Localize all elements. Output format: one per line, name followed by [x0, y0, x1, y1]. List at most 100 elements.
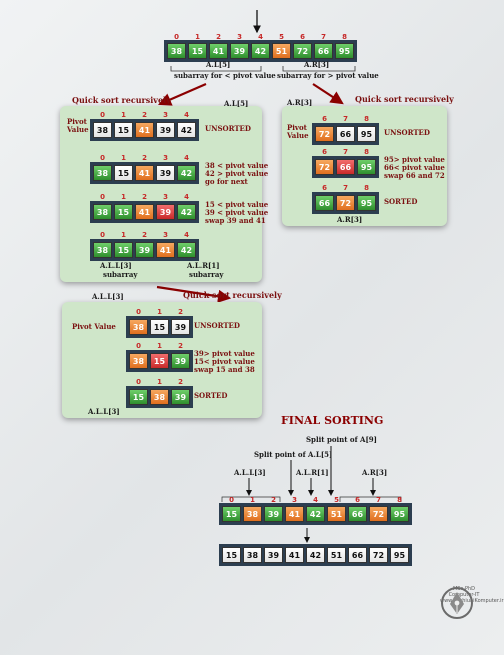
index-label: 2: [271, 496, 276, 504]
index-label: 1: [157, 378, 162, 386]
index-label: 6: [322, 148, 327, 156]
index-label: 3: [163, 154, 168, 162]
array-cell: 66: [336, 126, 355, 142]
index-label: 0: [100, 154, 105, 162]
array-cell: 66: [315, 195, 334, 211]
array-cell: 15: [150, 353, 169, 369]
array-cell: 39: [156, 165, 175, 181]
array-cell: 39: [264, 547, 283, 563]
step-indices: 0 1 2: [126, 378, 193, 386]
array-cell: 39: [135, 242, 154, 258]
split-point-a9: Split point of A[9]: [306, 435, 377, 444]
index-label: 1: [121, 154, 126, 162]
index-label: 0: [100, 193, 105, 201]
step-note: SORTED: [194, 391, 228, 400]
index-label: 1: [157, 342, 162, 350]
index-label: 2: [178, 308, 183, 316]
index-label: 1: [121, 231, 126, 239]
index-label: 3: [163, 111, 168, 119]
index-label: 0: [136, 378, 141, 386]
heading-quick-sort-left: Quick sort recursively: [72, 95, 171, 105]
array-cell: 41: [135, 204, 154, 220]
index-label: 7: [376, 496, 381, 504]
panel-al5-title: A.L[5]: [224, 99, 249, 108]
sub-label-alr1: A.L.R[1]: [187, 261, 220, 270]
array-cell: 15: [188, 43, 207, 59]
array-cell: 38: [93, 204, 112, 220]
array-cell: 72: [369, 547, 388, 563]
pen-nib-icon: [441, 587, 473, 619]
panel-ar3-bottom-label: A.R[3]: [337, 215, 363, 224]
step-indices: 0 1 2: [126, 308, 193, 316]
index-label: 1: [121, 111, 126, 119]
label-ar3: A.R[3]: [304, 60, 330, 69]
index-label: 2: [178, 378, 183, 386]
array-cell: 66: [348, 506, 367, 522]
index-label: 1: [157, 308, 162, 316]
array-cell: 72: [293, 43, 312, 59]
step-note: 15 < pivot value 39 < pivot value swap 3…: [205, 200, 269, 225]
index-label: 4: [184, 193, 189, 201]
index-label: 2: [216, 33, 221, 41]
index-label: 0: [229, 496, 234, 504]
index-label: 3: [163, 231, 168, 239]
array-cell: 15: [150, 319, 169, 335]
index-label: 4: [184, 231, 189, 239]
split-point-al5: Split point of A.L[5]: [254, 450, 333, 459]
index-label: 5: [334, 496, 339, 504]
array-cell: 95: [390, 506, 409, 522]
heading-quick-sort-right: Quick sort recursively: [355, 94, 454, 104]
array-cell: 42: [251, 43, 270, 59]
index-label: 4: [184, 154, 189, 162]
index-label: 3: [237, 33, 242, 41]
array-cell: 42: [177, 122, 196, 138]
index-label: 1: [250, 496, 255, 504]
array-cell: 95: [357, 195, 376, 211]
index-label: 8: [364, 148, 369, 156]
step-note: 39> pivot value 15< pivot value swap 15 …: [194, 349, 255, 374]
array-cell: 66: [314, 43, 333, 59]
index-label: 8: [364, 115, 369, 123]
step-note: 95> pivot value 66< pivot value swap 66 …: [384, 155, 445, 180]
label-al5: A.L[5]: [206, 60, 231, 69]
array-cell: 51: [272, 43, 291, 59]
array-cell: 95: [357, 126, 376, 142]
array-cell: 95: [390, 547, 409, 563]
step-note: SORTED: [384, 197, 418, 206]
step-indices: 0 1 2 3 4: [90, 154, 199, 162]
index-label: 1: [195, 33, 200, 41]
array-cell: 41: [135, 122, 154, 138]
array-cell: 42: [177, 165, 196, 181]
desc-left-subarray: subarray for < pivot value: [174, 71, 276, 80]
sub-caption-right: subarray: [189, 270, 224, 279]
index-label: 2: [142, 193, 147, 201]
index-label: 0: [136, 308, 141, 316]
array-cell: 72: [315, 159, 334, 175]
array-cell: 15: [222, 506, 241, 522]
array-cell: 38: [93, 242, 112, 258]
index-label: 2: [142, 154, 147, 162]
index-label: 7: [343, 184, 348, 192]
panel-all3-bottom-label: A.L.L[3]: [88, 407, 120, 416]
index-label: 7: [343, 115, 348, 123]
array-cell: 38: [243, 506, 262, 522]
index-label: 7: [321, 33, 326, 41]
step-note: UNSORTED: [194, 321, 240, 330]
array-cell: 72: [315, 126, 334, 142]
index-label: 1: [121, 193, 126, 201]
array-cell: 38: [93, 122, 112, 138]
step-note: UNSORTED: [384, 128, 430, 137]
index-label: 4: [313, 496, 318, 504]
array-cell: 51: [327, 506, 346, 522]
